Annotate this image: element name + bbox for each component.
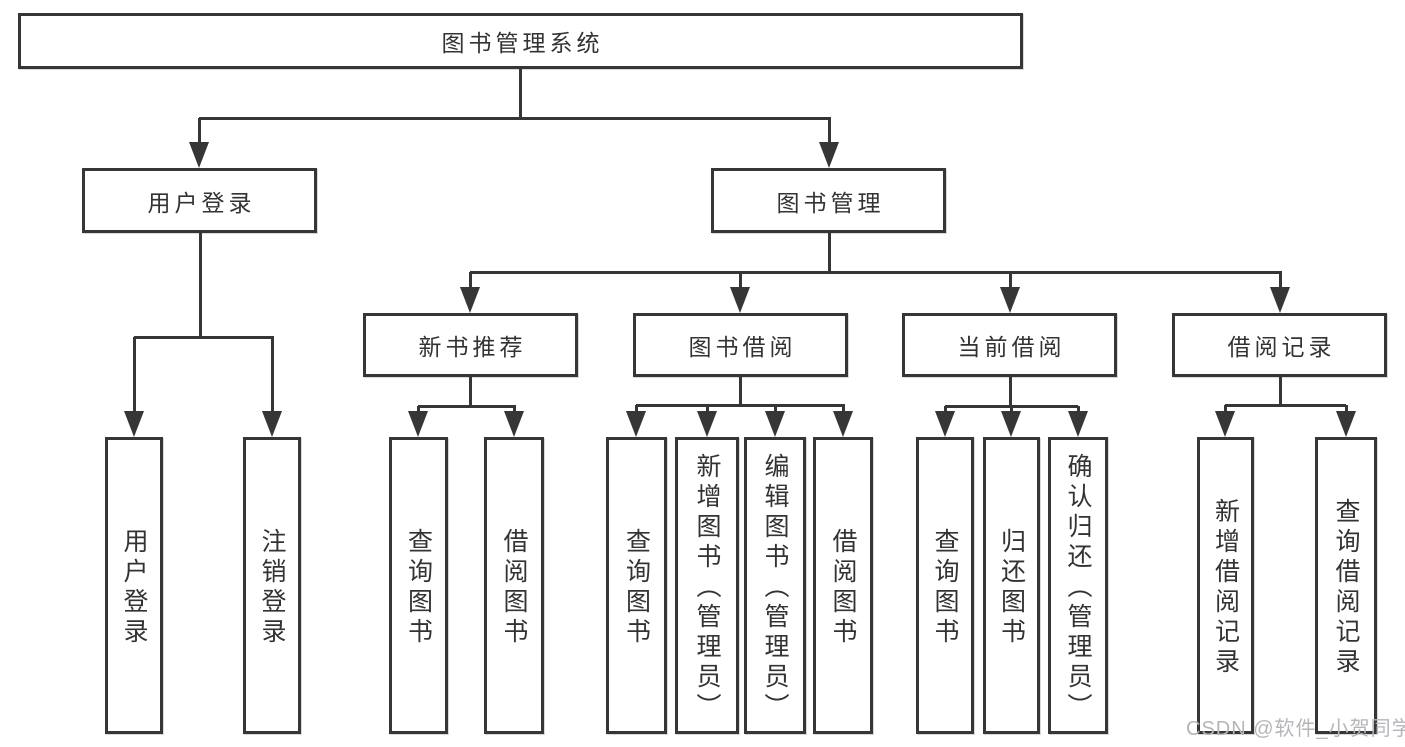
node-label-leaf-query-book-3: 查询图书 [931, 528, 959, 648]
node-book-borrow: 图书借阅 [633, 313, 848, 377]
edge-hline [470, 270, 1282, 274]
node-label-new-book-rec: 新书推荐 [418, 334, 527, 360]
node-label-root: 图书管理系统 [441, 30, 604, 56]
node-leaf-borrow-book-1: 借阅图书 [484, 437, 544, 734]
edge-arrow-stem [634, 405, 638, 413]
edge-arrow-stem [1009, 406, 1013, 413]
node-label-user-login: 用户登录 [147, 189, 256, 216]
edge-arrow-stem [738, 272, 742, 289]
edge-arrow-stem [943, 406, 947, 413]
edge-arrow-stem [841, 405, 845, 413]
arrow-down-icon [730, 287, 750, 313]
node-leaf-return-book: 归还图书 [983, 437, 1040, 734]
node-label-leaf-query-book-1: 查询图书 [404, 528, 433, 648]
node-leaf-edit-book: 编辑图书（管理员） [744, 437, 806, 734]
edge-arrow-stem [197, 118, 201, 144]
node-label-leaf-borrow-book-2: 借阅图书 [829, 528, 857, 648]
arrow-down-icon [1336, 411, 1356, 437]
node-label-book-borrow: 图书借阅 [688, 334, 797, 360]
edge-vline [1008, 377, 1012, 408]
arrow-down-icon [1068, 411, 1088, 437]
arrow-down-icon [504, 411, 524, 437]
edge-hline [134, 335, 274, 339]
node-label-leaf-edit-book: 编辑图书（管理员） [761, 453, 789, 723]
arrow-down-icon [697, 411, 717, 437]
edge-arrow-stem [773, 405, 777, 413]
edge-hline [199, 116, 831, 120]
node-label-leaf-add-record: 新增借阅记录 [1211, 498, 1240, 678]
edge-vline [1278, 377, 1282, 407]
edge-arrow-stem [1344, 405, 1348, 413]
node-leaf-borrow-book-2: 借阅图书 [813, 437, 873, 734]
edge-arrow-stem [1223, 405, 1227, 413]
edge-hline [1225, 403, 1346, 407]
arrow-down-icon [626, 411, 646, 437]
node-root: 图书管理系统 [18, 13, 1023, 69]
arrow-down-icon [460, 287, 480, 313]
node-label-leaf-borrow-book-1: 借阅图书 [500, 528, 528, 648]
arrow-down-icon [124, 411, 144, 437]
node-leaf-query-record: 查询借阅记录 [1315, 437, 1377, 734]
edge-arrow-stem [270, 337, 274, 413]
edge-vline [468, 377, 472, 408]
arrow-down-icon [408, 411, 428, 437]
edge-arrow-stem [512, 406, 516, 413]
edge-arrow-stem [1076, 406, 1080, 413]
edge-arrow-stem [705, 405, 709, 413]
arrow-down-icon [819, 142, 839, 168]
edge-vline [827, 233, 831, 274]
node-label-leaf-query-book-2: 查询图书 [622, 528, 651, 648]
node-leaf-confirm-return: 确认归还（管理员） [1048, 437, 1108, 734]
node-new-book-rec: 新书推荐 [363, 313, 578, 377]
node-label-leaf-add-book: 新增图书（管理员） [693, 453, 721, 723]
arrow-down-icon [1001, 411, 1021, 437]
edge-vline [198, 233, 202, 339]
edge-arrow-stem [1008, 272, 1012, 289]
watermark: CSDN @软件_小贺同学 [1186, 718, 1405, 740]
edge-hline [636, 403, 845, 407]
edge-arrow-stem [132, 337, 136, 413]
node-label-leaf-confirm-return: 确认归还（管理员） [1064, 453, 1092, 723]
node-leaf-add-record: 新增借阅记录 [1197, 437, 1254, 734]
node-leaf-query-book-1: 查询图书 [389, 437, 448, 734]
node-label-leaf-query-record: 查询借阅记录 [1332, 498, 1360, 678]
node-book-mgmt: 图书管理 [711, 168, 946, 233]
node-user-login: 用户登录 [82, 168, 317, 233]
node-label-leaf-return-book: 归还图书 [997, 528, 1026, 648]
arrow-down-icon [935, 411, 955, 437]
node-label-leaf-user-login: 用户登录 [120, 528, 148, 648]
node-current-borrow: 当前借阅 [902, 313, 1117, 377]
node-borrow-history: 借阅记录 [1172, 313, 1387, 377]
arrow-down-icon [262, 411, 282, 437]
node-label-borrow-history: 借阅记录 [1227, 334, 1336, 360]
edge-hline [418, 404, 516, 408]
edge-vline [518, 69, 522, 120]
edge-arrow-stem [1278, 272, 1282, 289]
node-leaf-add-book: 新增图书（管理员） [675, 437, 739, 734]
arrow-down-icon [1215, 411, 1235, 437]
arrow-down-icon [1270, 287, 1290, 313]
arrow-down-icon [1000, 287, 1020, 313]
node-leaf-logout: 注销登录 [243, 437, 301, 734]
edge-vline [738, 377, 742, 407]
arrow-down-icon [765, 411, 785, 437]
edge-arrow-stem [416, 406, 420, 413]
node-label-current-borrow: 当前借阅 [957, 334, 1066, 360]
edge-arrow-stem [468, 272, 472, 289]
node-leaf-user-login: 用户登录 [105, 437, 163, 734]
edge-arrow-stem [827, 118, 831, 144]
node-leaf-query-book-2: 查询图书 [606, 437, 667, 734]
node-leaf-query-book-3: 查询图书 [916, 437, 974, 734]
arrow-down-icon [189, 142, 209, 168]
arrow-down-icon [833, 411, 853, 437]
node-label-book-mgmt: 图书管理 [776, 189, 885, 216]
node-label-leaf-logout: 注销登录 [258, 528, 286, 648]
